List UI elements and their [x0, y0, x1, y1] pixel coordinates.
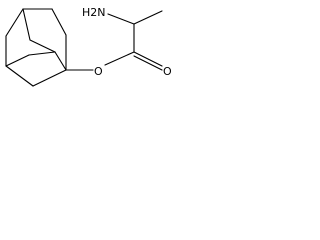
bond-ring [29, 39, 56, 53]
bond-carbonyl-double-b [133, 55, 163, 71]
bond-ring [54, 51, 67, 71]
bond-ring [28, 51, 56, 56]
ester-oxygen-label: O [94, 65, 103, 78]
alanine-ester-chain [65, 10, 163, 71]
bond-ring [5, 65, 34, 87]
adamantane-cage [5, 8, 67, 87]
bond-o-carbonyl-carbon [104, 51, 135, 66]
bond-ring [5, 8, 24, 37]
bond-ring [22, 8, 31, 41]
molecule-structure: H2N O O [5, 6, 172, 87]
bond-carbonyl-double-a [133, 51, 163, 67]
carbonyl-oxygen-label: O [163, 65, 172, 78]
bond-ring [5, 54, 30, 67]
bond-ring [32, 69, 67, 87]
bond-alpha-amine [107, 13, 135, 25]
amino-group-label: H2N [82, 6, 106, 19]
bond-alpha-methyl [133, 10, 163, 25]
bond-ring [51, 8, 67, 36]
